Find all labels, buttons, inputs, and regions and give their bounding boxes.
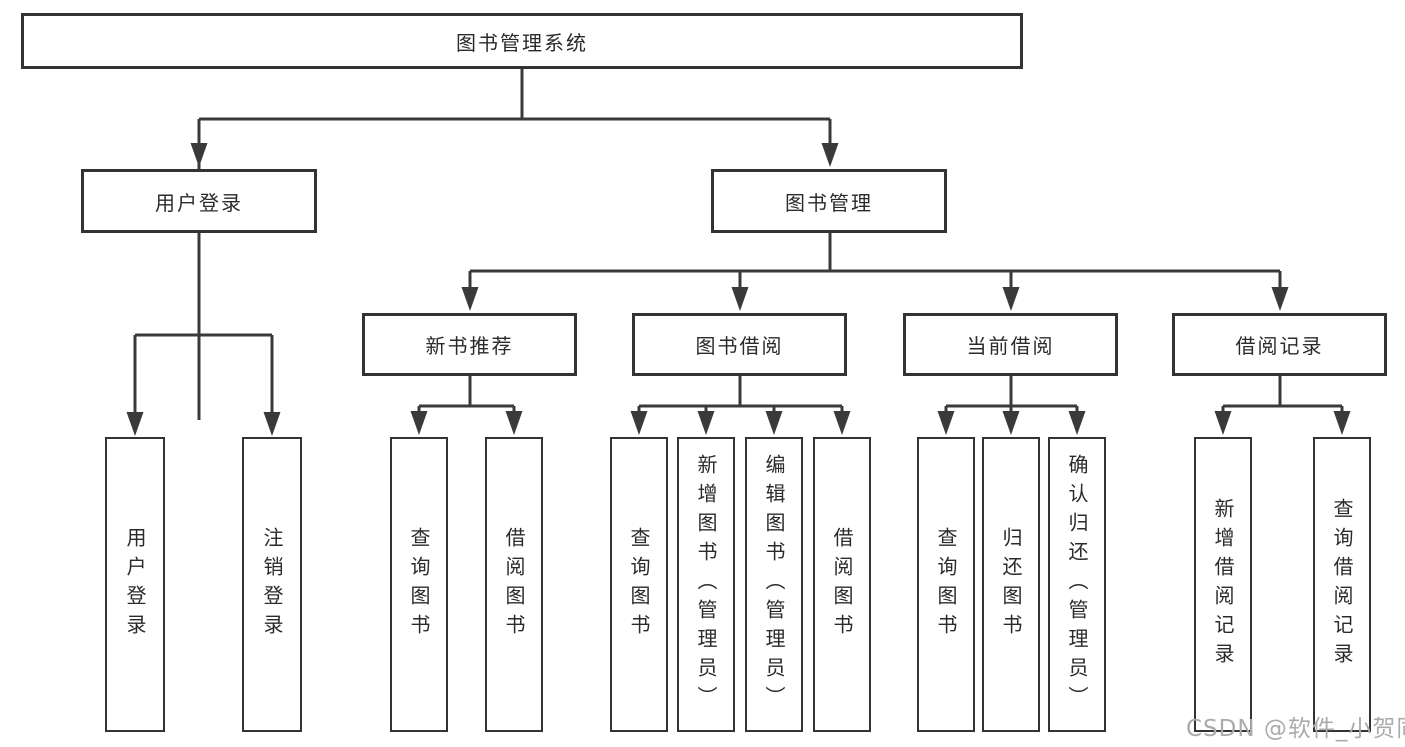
leaf-records-query-record: 查询借阅记录 <box>1313 437 1371 732</box>
leaf-records-add-record: 新增借阅记录 <box>1194 437 1252 732</box>
leaf-newbook-query-book-label: 查询图书 <box>407 526 431 643</box>
leaf-current-return-book-label: 归还图书 <box>999 526 1023 643</box>
leaf-borrowing-borrow-book: 借阅图书 <box>813 437 871 732</box>
leaf-newbook-borrow-book-label: 借阅图书 <box>502 526 526 643</box>
csdn-watermark: CSDN @软件_小贺同学 <box>1186 716 1405 742</box>
leaf-current-query-book-label: 查询图书 <box>934 526 958 643</box>
leaf-borrowing-query-book: 查询图书 <box>610 437 668 732</box>
leaf-newbook-query-book: 查询图书 <box>390 437 448 732</box>
leaf-borrowing-add-book-admin-label: 新增图书（管理员） <box>694 454 718 715</box>
node-library-system: 图书管理系统 <box>21 13 1023 69</box>
node-book-management: 图书管理 <box>711 169 947 233</box>
connector-book-mgmt-to-level3 <box>468 233 1282 295</box>
node-book-borrowing-label: 图书借阅 <box>695 334 784 358</box>
node-current-borrowing: 当前借阅 <box>903 313 1118 376</box>
node-current-borrowing-label: 当前借阅 <box>966 334 1055 358</box>
leaf-borrowing-edit-book-admin: 编辑图书（管理员） <box>745 437 803 732</box>
node-new-book-recommend: 新书推荐 <box>362 313 577 376</box>
leaf-borrowing-add-book-admin: 新增图书（管理员） <box>677 437 735 732</box>
node-borrowing-records-label: 借阅记录 <box>1235 334 1324 358</box>
leaf-logout-label: 注销登录 <box>260 526 284 643</box>
connector-book-borrow-to-leaves <box>637 376 844 420</box>
connector-borrow-records-to-leaves <box>1221 376 1344 420</box>
leaf-current-query-book: 查询图书 <box>917 437 975 732</box>
leaf-borrowing-edit-book-admin-label: 编辑图书（管理员） <box>762 454 786 715</box>
node-user-login-branch: 用户登录 <box>81 169 317 233</box>
connector-root-to-level2 <box>197 69 832 420</box>
leaf-records-add-record-label: 新增借阅记录 <box>1211 497 1235 672</box>
node-user-login-branch-label: 用户登录 <box>155 190 243 215</box>
arrowheads <box>126 143 1351 436</box>
leaf-current-confirm-return-admin-label: 确认归还（管理员） <box>1065 454 1089 715</box>
leaf-borrowing-query-book-label: 查询图书 <box>627 526 651 643</box>
connector-new-books-to-leaves <box>417 376 516 420</box>
node-library-system-label: 图书管理系统 <box>456 30 588 55</box>
leaf-logout: 注销登录 <box>242 437 302 732</box>
node-borrowing-records: 借阅记录 <box>1172 313 1387 376</box>
connector-user-login-to-leaves <box>133 233 274 420</box>
leaf-current-return-book: 归还图书 <box>982 437 1040 732</box>
node-book-management-label: 图书管理 <box>785 190 873 215</box>
leaf-newbook-borrow-book: 借阅图书 <box>485 437 543 732</box>
leaf-user-login: 用户登录 <box>105 437 165 732</box>
leaf-borrowing-borrow-book-label: 借阅图书 <box>830 526 854 643</box>
leaf-records-query-record-label: 查询借阅记录 <box>1330 497 1354 672</box>
node-book-borrowing: 图书借阅 <box>632 313 847 376</box>
node-new-book-recommend-label: 新书推荐 <box>425 334 514 358</box>
leaf-current-confirm-return-admin: 确认归还（管理员） <box>1048 437 1106 732</box>
leaf-user-login-label: 用户登录 <box>123 526 147 643</box>
